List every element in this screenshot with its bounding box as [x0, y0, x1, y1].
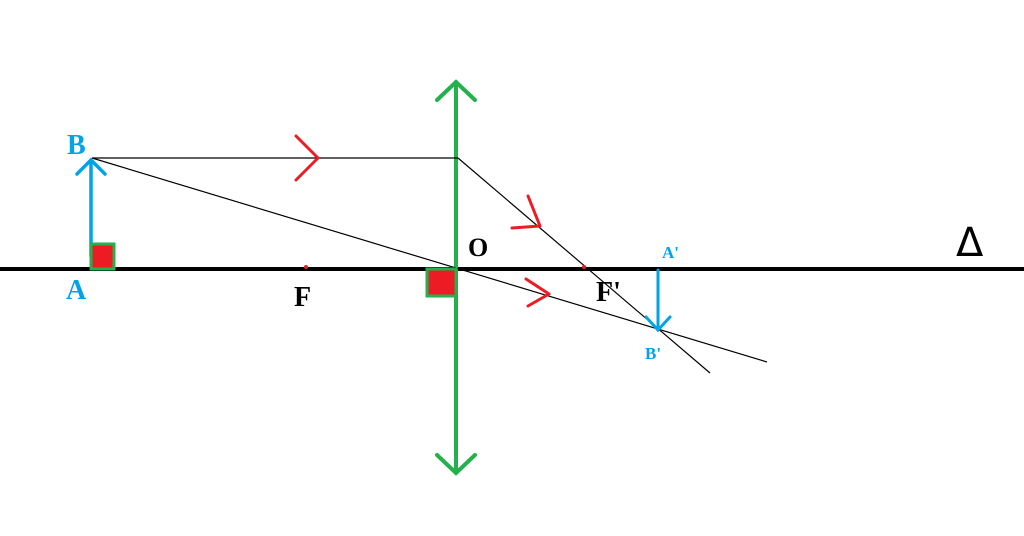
chevron-right-icon — [294, 134, 320, 182]
focal-point-f-dot — [304, 265, 308, 269]
label-b: B — [67, 130, 86, 161]
object-arrow — [75, 157, 107, 258]
chevron-right-icon — [524, 277, 551, 308]
label-o: O — [468, 233, 488, 262]
right-angle-marker-a — [89, 242, 116, 271]
chevron-right-icon — [510, 194, 542, 230]
label-f-prime: F' — [596, 277, 621, 308]
label-a-prime: A' — [662, 243, 679, 262]
right-angle-marker-o — [425, 267, 458, 298]
light-rays — [91, 157, 768, 374]
focal-point-f-prime-dot — [582, 265, 586, 269]
label-b-prime: B' — [645, 344, 661, 363]
axis-delta-symbol: Δ — [956, 220, 984, 266]
ray-direction-arrows — [294, 134, 551, 308]
image-arrow — [644, 268, 672, 333]
label-a: A — [66, 275, 87, 306]
label-f: F — [294, 282, 311, 313]
